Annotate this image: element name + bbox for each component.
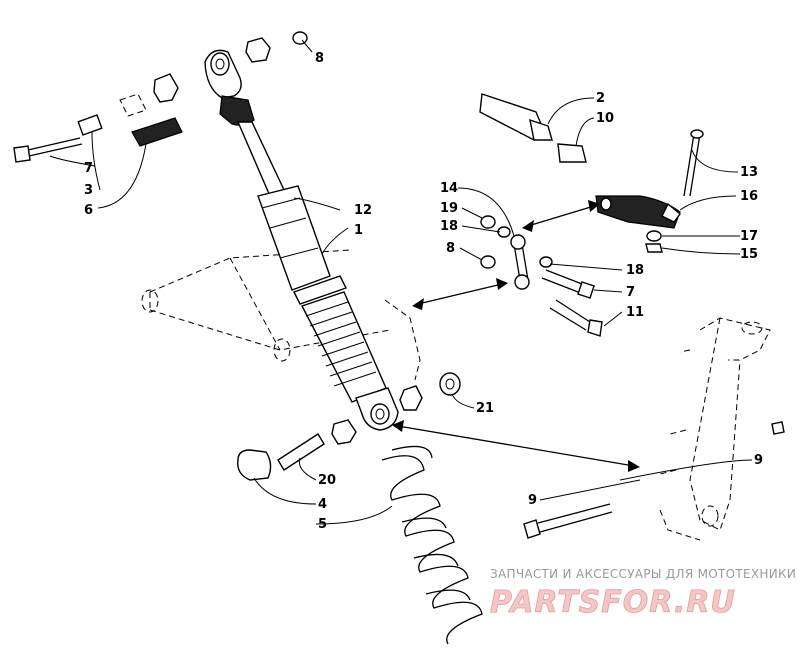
long-bolt (523, 503, 613, 539)
lower-mount-hardware (237, 372, 461, 481)
label-part-6: 6 (84, 203, 93, 218)
upper-mount-hardware (13, 31, 308, 163)
leader-lines (49, 39, 753, 525)
coil-spring (381, 445, 483, 645)
sway-bar-linkage (479, 93, 704, 337)
steering-spindle (659, 317, 785, 541)
label-part-8-right: 9 (754, 453, 763, 468)
label-part-19: 19 (440, 201, 458, 216)
assembly-arrows (392, 200, 640, 472)
label-part-5: 5 (318, 517, 327, 532)
label-part-15: 15 (740, 247, 758, 262)
label-part-17: 17 (740, 229, 758, 244)
watermark: ЗАПЧАСТИ И АКСЕССУАРЫ ДЛЯ МОТОТЕХНИКИ PA… (490, 567, 796, 620)
label-part-14: 14 (440, 181, 458, 196)
part-labels: 8 2 10 7 3 6 12 1 13 16 17 15 14 19 18 8… (84, 51, 763, 532)
callout-9: 9 (528, 493, 537, 508)
shock-absorber (204, 49, 399, 431)
label-part-13: 13 (740, 165, 758, 180)
label-part-4: 4 (318, 497, 327, 512)
label-part-8-mid: 8 (446, 241, 455, 256)
label-part-8-top: 8 (315, 51, 324, 66)
label-part-7-left: 7 (84, 161, 93, 176)
label-part-1: 1 (354, 223, 363, 238)
label-part-18-right: 18 (626, 263, 644, 278)
label-part-16: 16 (740, 189, 758, 204)
label-part-3: 3 (84, 183, 93, 198)
label-part-21: 21 (476, 401, 494, 416)
watermark-logo: PARTSFOR.RU (490, 585, 736, 620)
label-part-20: 20 (318, 473, 336, 488)
label-part-2: 2 (596, 91, 605, 106)
label-part-10: 10 (596, 111, 614, 126)
label-part-11: 11 (626, 305, 644, 320)
label-part-12: 12 (354, 203, 372, 218)
label-part-7-right: 7 (626, 285, 635, 300)
label-part-18-left: 18 (440, 219, 458, 234)
ghost-a-arm-frame (141, 249, 421, 381)
watermark-tagline: ЗАПЧАСТИ И АКСЕССУАРЫ ДЛЯ МОТОТЕХНИКИ (490, 567, 796, 581)
